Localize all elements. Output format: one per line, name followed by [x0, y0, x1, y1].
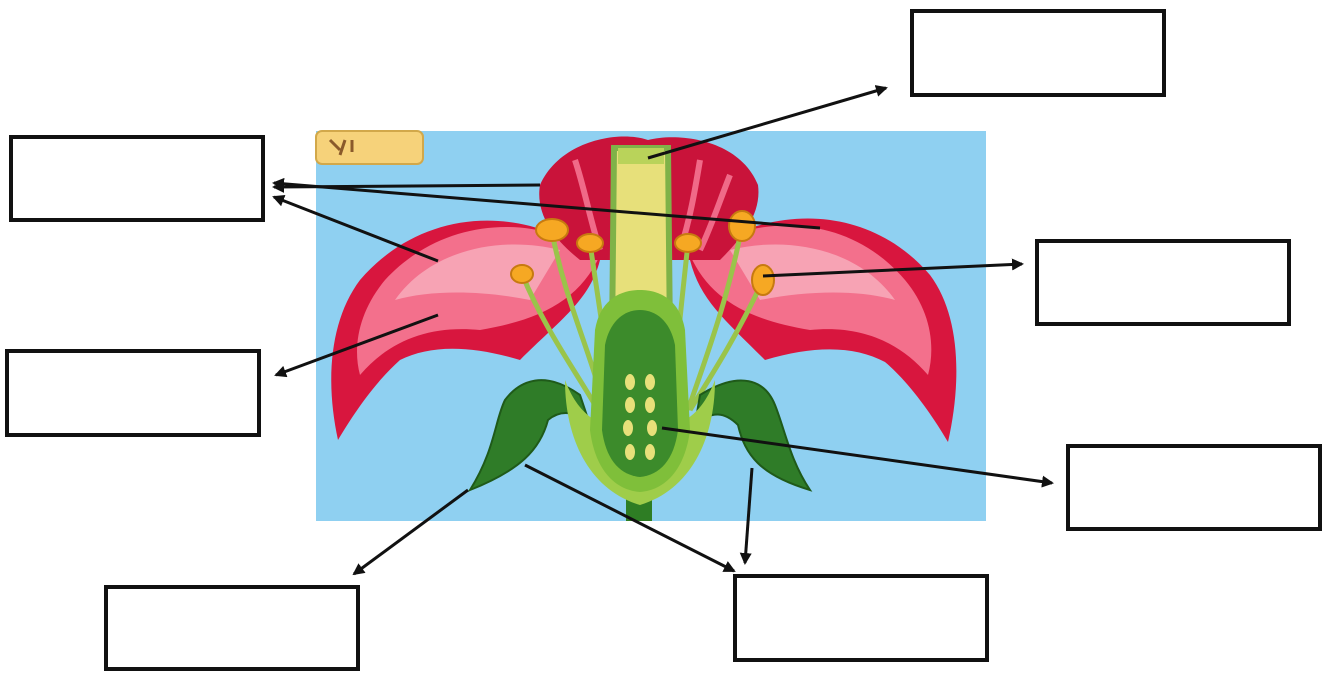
ovary-inner [602, 310, 678, 477]
label-text [1070, 448, 1318, 527]
label-text [13, 139, 261, 218]
label-box-anther[interactable] [1035, 239, 1291, 326]
label-text [9, 353, 257, 433]
label-text [108, 589, 356, 667]
label-box-petal-lower[interactable] [5, 349, 261, 437]
label-text [737, 578, 985, 658]
label-box-stigma[interactable] [910, 9, 1166, 97]
label-text [1039, 243, 1287, 322]
label-box-petal[interactable] [9, 135, 265, 222]
corner-tag [316, 131, 423, 164]
label-text [914, 13, 1162, 93]
label-box-sepal-left[interactable] [104, 585, 360, 671]
label-box-ovary[interactable] [1066, 444, 1322, 531]
label-box-sepal-right[interactable] [733, 574, 989, 662]
